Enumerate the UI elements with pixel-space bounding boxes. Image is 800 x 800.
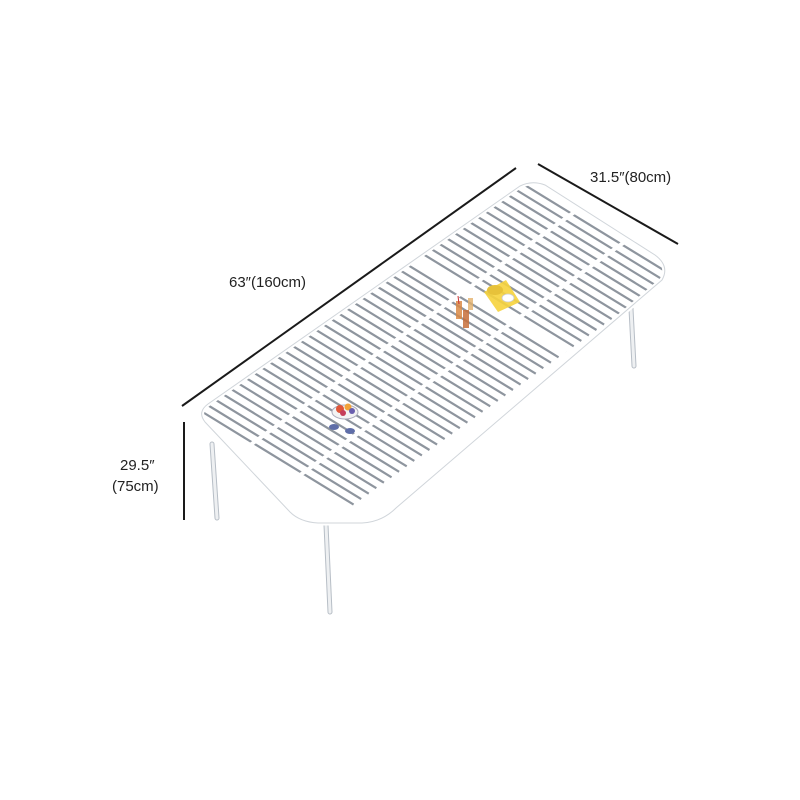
slat-gap — [496, 187, 658, 288]
slat-gap — [511, 182, 665, 277]
slat-gap — [238, 372, 400, 473]
support-beam — [405, 251, 568, 354]
fruit-bowl — [329, 403, 359, 434]
support-beam — [294, 330, 458, 433]
snack-plate — [484, 280, 520, 312]
slat-gap — [489, 192, 651, 293]
slat-gap — [473, 203, 636, 304]
slat-gap — [246, 367, 408, 468]
table-top-surface — [200, 182, 666, 524]
table-slats — [201, 182, 665, 506]
slat-gap — [443, 225, 605, 326]
length-label: 63″(160cm) — [229, 274, 306, 291]
slat-gap — [208, 394, 370, 495]
height-label-inches: 29.5″ — [120, 457, 155, 474]
slat-gap — [223, 383, 385, 484]
slat-gap — [314, 318, 476, 419]
slat-gap — [215, 389, 377, 490]
width-label: 31.5″(80cm) — [590, 169, 671, 186]
slat-gap — [344, 296, 506, 397]
slat-gap — [451, 220, 613, 321]
slat-gap — [481, 198, 643, 299]
slat-gap — [201, 405, 355, 506]
slat-gap — [284, 340, 446, 441]
slat-gap — [299, 329, 461, 430]
slat-gap — [329, 307, 491, 408]
slat-gap — [435, 231, 598, 331]
table-top-edge — [201, 182, 666, 524]
height-label-cm: (75cm) — [112, 478, 159, 495]
slat-gap — [504, 182, 665, 282]
width-dimension-line — [537, 163, 679, 245]
slat-gap — [268, 351, 431, 451]
slat-gap — [322, 312, 484, 413]
slat-gap — [306, 323, 469, 424]
slat-gap — [458, 214, 620, 315]
support-beam — [244, 206, 581, 450]
table-top — [199, 180, 668, 526]
slat-gap — [291, 334, 453, 435]
slat-gap — [337, 301, 499, 402]
slat-gap — [397, 258, 560, 359]
slat-gap — [367, 280, 529, 381]
leg-front-fill — [324, 523, 332, 614]
drinking-glasses — [456, 295, 473, 328]
slat-gap — [375, 274, 537, 375]
slat-gap — [276, 345, 438, 446]
support-beam — [293, 237, 631, 481]
slat-gap — [360, 285, 522, 386]
slat-gap — [230, 378, 393, 479]
slat-gap — [201, 400, 362, 501]
slat-gap — [352, 291, 514, 391]
leg-front-left-fill — [210, 442, 219, 520]
slat-gap — [390, 263, 552, 364]
length-dimension-line — [181, 167, 517, 407]
slat-gap — [466, 209, 628, 310]
